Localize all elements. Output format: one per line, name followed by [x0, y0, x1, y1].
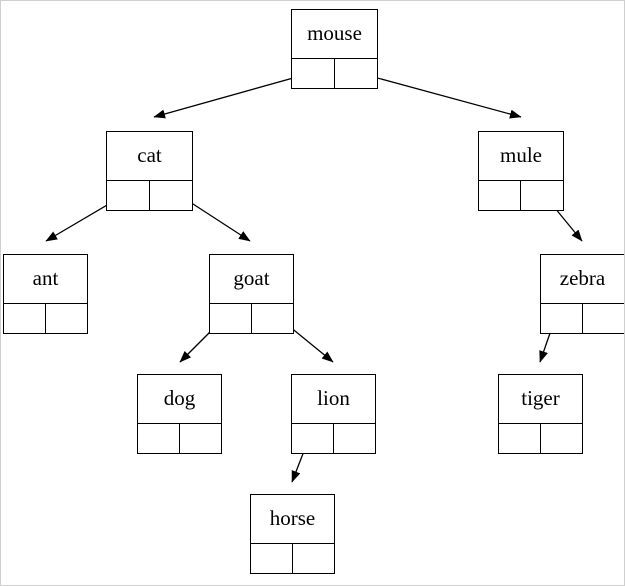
node-left-pointer-mouse[interactable] — [292, 59, 335, 88]
tree-node-mouse[interactable]: mouse — [291, 9, 378, 89]
node-label-zebra: zebra — [541, 255, 624, 304]
tree-node-cat[interactable]: cat — [106, 131, 193, 211]
node-pointers-tiger — [499, 424, 582, 453]
node-label-lion: lion — [292, 375, 375, 424]
node-label-horse: horse — [251, 495, 334, 544]
node-right-pointer-lion[interactable] — [334, 424, 376, 453]
node-label-tiger: tiger — [499, 375, 582, 424]
node-right-pointer-tiger[interactable] — [541, 424, 583, 453]
node-left-pointer-dog[interactable] — [138, 424, 180, 453]
tree-node-zebra[interactable]: zebra — [540, 254, 624, 334]
node-label-mouse: mouse — [292, 10, 377, 59]
node-pointers-cat — [107, 181, 192, 210]
node-right-pointer-goat[interactable] — [252, 304, 294, 333]
node-left-pointer-ant[interactable] — [4, 304, 46, 333]
node-label-ant: ant — [4, 255, 87, 304]
node-pointers-zebra — [541, 304, 624, 333]
node-left-pointer-goat[interactable] — [210, 304, 252, 333]
node-pointers-lion — [292, 424, 375, 453]
tree-node-goat[interactable]: goat — [209, 254, 294, 334]
node-right-pointer-zebra[interactable] — [583, 304, 625, 333]
node-pointers-horse — [251, 544, 334, 573]
tree-node-ant[interactable]: ant — [3, 254, 88, 334]
node-left-pointer-horse[interactable] — [251, 544, 293, 573]
node-right-pointer-horse[interactable] — [293, 544, 335, 573]
node-label-dog: dog — [138, 375, 221, 424]
node-left-pointer-zebra[interactable] — [541, 304, 583, 333]
tree-node-tiger[interactable]: tiger — [498, 374, 583, 454]
node-pointers-mule — [479, 181, 563, 210]
tree-node-dog[interactable]: dog — [137, 374, 222, 454]
tree-node-lion[interactable]: lion — [291, 374, 376, 454]
node-left-pointer-cat[interactable] — [107, 181, 150, 210]
node-right-pointer-mouse[interactable] — [335, 59, 378, 88]
node-pointers-goat — [210, 304, 293, 333]
node-pointers-mouse — [292, 59, 377, 88]
node-right-pointer-mule[interactable] — [521, 181, 563, 210]
node-right-pointer-ant[interactable] — [46, 304, 88, 333]
node-pointers-ant — [4, 304, 87, 333]
node-left-pointer-lion[interactable] — [292, 424, 334, 453]
node-label-mule: mule — [479, 132, 563, 181]
node-left-pointer-tiger[interactable] — [499, 424, 541, 453]
node-label-cat: cat — [107, 132, 192, 181]
node-right-pointer-dog[interactable] — [180, 424, 222, 453]
node-label-goat: goat — [210, 255, 293, 304]
tree-node-horse[interactable]: horse — [250, 494, 335, 574]
node-right-pointer-cat[interactable] — [150, 181, 193, 210]
tree-node-mule[interactable]: mule — [478, 131, 564, 211]
node-left-pointer-mule[interactable] — [479, 181, 521, 210]
node-pointers-dog — [138, 424, 221, 453]
